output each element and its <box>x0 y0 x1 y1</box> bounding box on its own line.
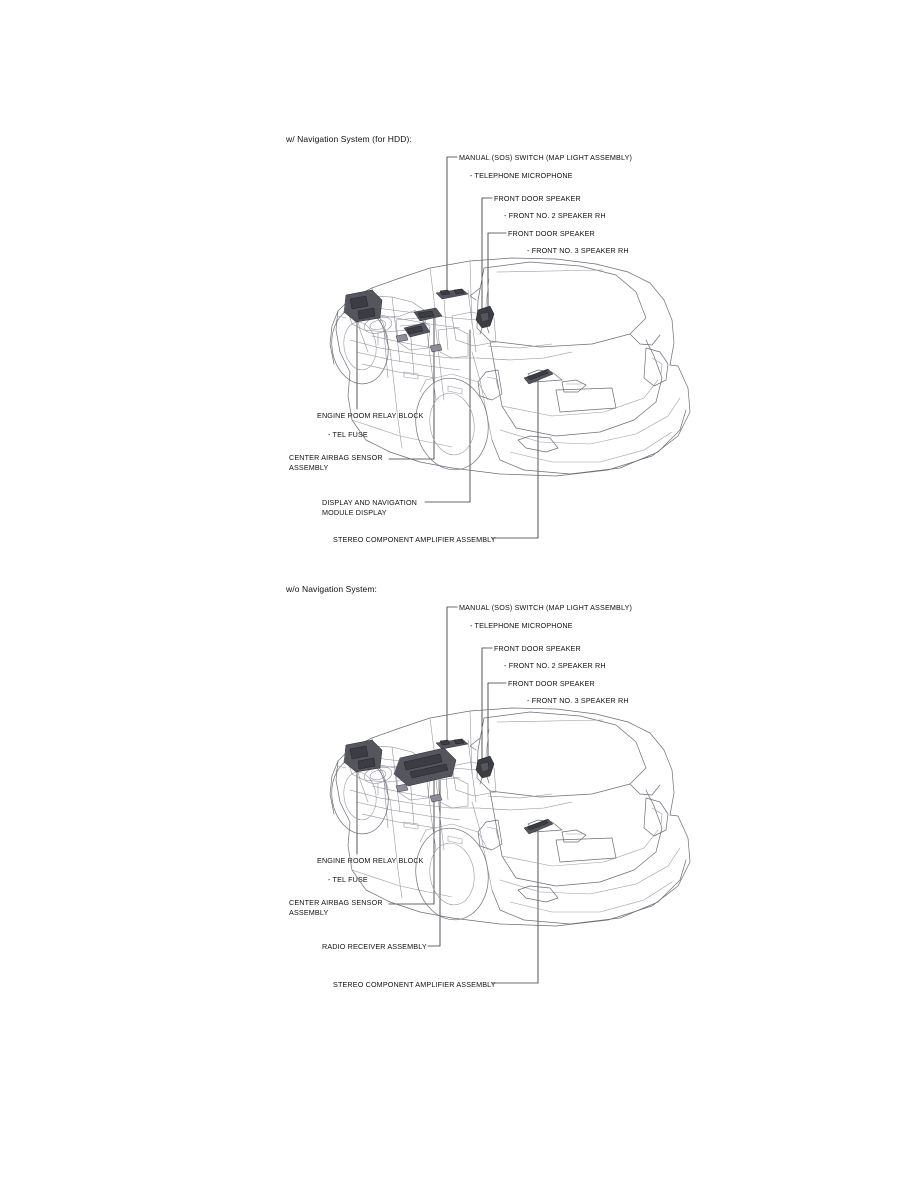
component-stereo-component-amplifier <box>523 368 554 385</box>
callout-front-no2-speaker-rh: - FRONT NO. 2 SPEAKER RH <box>504 211 606 220</box>
figure-title: w/ Navigation System (for HDD): <box>286 134 412 144</box>
component-engine-room-relay-block <box>343 739 383 773</box>
callout-front-no3-speaker-rh: - FRONT NO. 3 SPEAKER RH <box>527 696 629 705</box>
component-front-door-speakers <box>395 333 443 353</box>
highlighted-components <box>343 738 554 835</box>
callout-front-no3-speaker-rh: - FRONT NO. 3 SPEAKER RH <box>527 246 629 255</box>
figure-without-navigation: w/o Navigation System: MANUAL (SOS) SWIT… <box>0 450 918 1030</box>
callout-front-no2-speaker-rh: - FRONT NO. 2 SPEAKER RH <box>504 661 606 670</box>
callout-stereo-component-amplifier: STEREO COMPONENT AMPLIFIER ASSEMBLY <box>333 980 496 989</box>
vehicle-body-outline <box>329 257 691 477</box>
callout-tel-fuse: - TEL FUSE <box>328 875 368 884</box>
component-engine-room-relay-block <box>343 289 383 323</box>
callout-tel-fuse: - TEL FUSE <box>328 430 368 439</box>
figure-title: w/o Navigation System: <box>286 584 378 594</box>
component-manual-sos-switch <box>435 288 469 300</box>
callout-manual-sos-switch: MANUAL (SOS) SWITCH (MAP LIGHT ASSEMBLY) <box>459 153 633 162</box>
callout-engine-room-relay-block: ENGINE ROOM RELAY BLOCK <box>317 411 424 420</box>
callout-front-door-speaker-2: FRONT DOOR SPEAKER <box>508 679 595 688</box>
component-center-airbag-sensor <box>413 307 443 322</box>
callout-telephone-microphone: - TELEPHONE MICROPHONE <box>470 621 573 630</box>
callout-front-door-speaker-2: FRONT DOOR SPEAKER <box>508 229 595 238</box>
callout-engine-room-relay-block: ENGINE ROOM RELAY BLOCK <box>317 856 424 865</box>
vehicle-body-outline <box>329 707 691 927</box>
component-display-navigation-module <box>403 322 431 338</box>
component-manual-sos-switch <box>435 738 469 750</box>
callout-front-door-speaker-1: FRONT DOOR SPEAKER <box>494 644 581 653</box>
callout-radio-receiver-assembly: RADIO RECEIVER ASSEMBLY <box>322 942 427 951</box>
interior-cutaway-structure <box>347 289 573 401</box>
highlighted-components <box>343 288 554 385</box>
component-stereo-component-amplifier <box>523 818 554 835</box>
callout-telephone-microphone: - TELEPHONE MICROPHONE <box>470 171 573 180</box>
callout-display-navigation-module: DISPLAY AND NAVIGATION MODULE DISPLAY <box>322 498 418 517</box>
callout-stereo-component-amplifier: STEREO COMPONENT AMPLIFIER ASSEMBLY <box>333 535 496 544</box>
callout-center-airbag-sensor: CENTER AIRBAG SENSOR ASSEMBLY <box>289 453 383 472</box>
callout-manual-sos-switch: MANUAL (SOS) SWITCH (MAP LIGHT ASSEMBLY) <box>459 603 633 612</box>
component-front-door-speakers <box>395 783 443 803</box>
component-telephone-microphone <box>475 755 495 785</box>
component-radio-receiver-assembly <box>393 747 457 787</box>
component-center-airbag-sensor <box>413 757 443 772</box>
vehicle-illustration-nonav <box>329 606 691 984</box>
component-telephone-microphone <box>475 305 495 335</box>
interior-cutaway-structure <box>347 739 573 851</box>
callout-front-door-speaker-1: FRONT DOOR SPEAKER <box>494 194 581 203</box>
callout-center-airbag-sensor: CENTER AIRBAG SENSOR ASSEMBLY <box>289 898 383 917</box>
